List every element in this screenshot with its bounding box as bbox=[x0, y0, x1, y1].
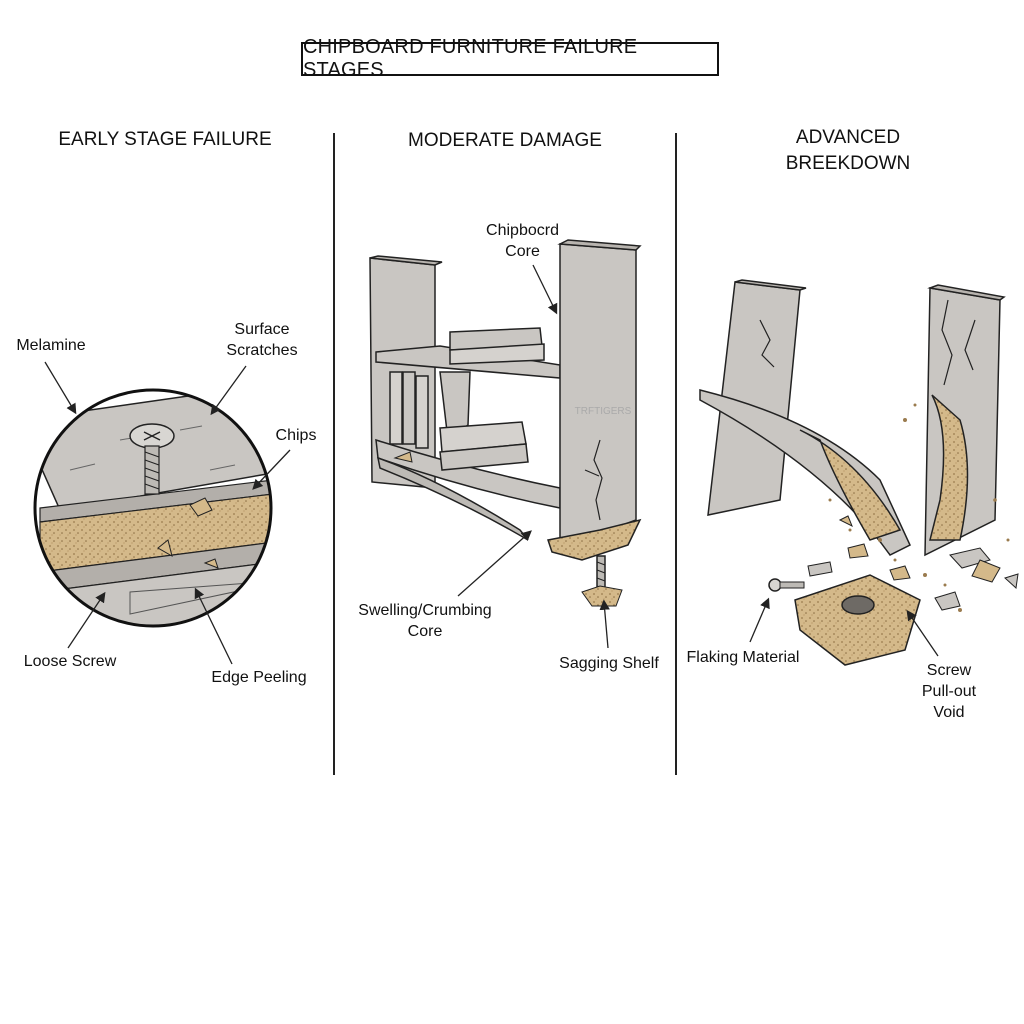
collapsed-furniture bbox=[699, 279, 1019, 666]
divider-left bbox=[333, 133, 335, 775]
label-chipboard-core: Chipbocrd Core bbox=[486, 222, 559, 260]
watermark: TRFTIGERS bbox=[575, 406, 632, 417]
magnified-board-section bbox=[35, 390, 271, 626]
divider-right bbox=[675, 133, 677, 775]
label-melamine: Melamine bbox=[16, 337, 86, 354]
label-edge-peeling: Edge Peeling bbox=[211, 669, 307, 686]
label-loose-screw: Loose Screw bbox=[23, 653, 117, 670]
stage-2-heading: MODERATE DAMAGE bbox=[408, 130, 602, 151]
label-sagging-shelf: Sagging Shelf bbox=[559, 655, 659, 672]
label-chips: Chips bbox=[275, 427, 317, 444]
moderate-bookshelf bbox=[369, 239, 642, 607]
label-screw-pull-out-void: Screw Pull-out Void bbox=[921, 662, 977, 721]
page-title: CHIPBOARD FURNITURE FAILURE STAGES bbox=[301, 36, 719, 81]
stage-3-heading: ADVANCED BREEKDOWN bbox=[785, 127, 911, 174]
label-swelling-core: Swelling/Crumbing Core bbox=[358, 602, 492, 640]
label-flaking-material: Flaking Material bbox=[686, 649, 800, 666]
stage-1-heading: EARLY STAGE FAILURE bbox=[58, 129, 272, 150]
label-surface-scratches: Surface Scratches bbox=[226, 321, 298, 359]
